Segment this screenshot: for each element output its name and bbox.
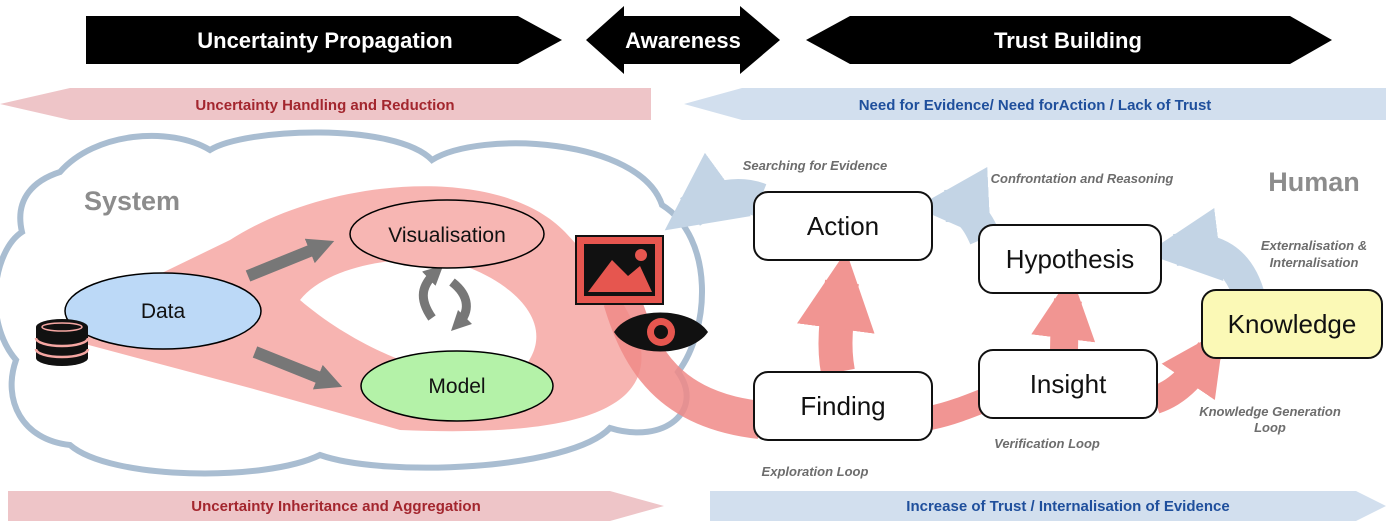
insight-box-label: Insight xyxy=(1030,369,1107,399)
knowledge-box: Knowledge xyxy=(1201,289,1383,359)
band-uncertainty-inheritance-label: Uncertainty Inheritance and Aggregation xyxy=(191,498,481,515)
system-inner-hole xyxy=(300,259,537,378)
visualisation-node-label: Visualisation xyxy=(388,224,506,247)
banner-uncertainty-propagation-label: Uncertainty Propagation xyxy=(197,28,452,53)
arrow-knowledge-generation xyxy=(1150,328,1225,414)
band-increase-of-trust: Increase of Trust / Internalisation of E… xyxy=(710,491,1386,521)
human-region-label: Human xyxy=(1268,167,1360,197)
banner-trust-building: Trust Building xyxy=(806,16,1332,64)
band-uncertainty-inheritance: Uncertainty Inheritance and Aggregation xyxy=(8,491,664,521)
band-uncertainty-handling-label: Uncertainty Handling and Reduction xyxy=(195,97,454,114)
arrow-externalisation xyxy=(1145,208,1266,305)
arrow-finding-to-insight xyxy=(927,388,990,430)
arrow-confrontation-and-reasoning xyxy=(915,167,1000,245)
label-externalisation-line2: Internalisation xyxy=(1270,255,1359,270)
label-searching-for-evidence: Searching for Evidence xyxy=(743,158,888,173)
model-node-label: Model xyxy=(428,375,485,398)
band-need-for-evidence-label: Need for Evidence/ Need forAction / Lack… xyxy=(859,97,1212,114)
hypothesis-box: Hypothesis xyxy=(978,224,1162,294)
data-node: Data xyxy=(64,272,262,350)
system-region-label: System xyxy=(84,186,180,216)
label-verification-loop: Verification Loop xyxy=(994,436,1100,451)
insight-box: Insight xyxy=(978,349,1158,419)
band-uncertainty-handling: Uncertainty Handling and Reduction xyxy=(0,88,651,120)
finding-box-label: Finding xyxy=(800,391,885,421)
banner-trust-building-label: Trust Building xyxy=(994,28,1142,53)
knowledge-box-label: Knowledge xyxy=(1228,309,1357,339)
banner-awareness: Awareness xyxy=(586,6,780,74)
band-increase-of-trust-label: Increase of Trust / Internalisation of E… xyxy=(906,498,1229,515)
label-exploration-loop: Exploration Loop xyxy=(762,464,869,479)
finding-box: Finding xyxy=(753,371,933,441)
eye-icon xyxy=(614,312,708,352)
arrow-data-to-model xyxy=(252,346,343,390)
cycle-arrow-up xyxy=(418,265,444,321)
action-box: Action xyxy=(753,191,933,261)
banner-awareness-label: Awareness xyxy=(625,28,741,53)
label-confrontation-and-reasoning: Confrontation and Reasoning xyxy=(991,171,1174,186)
model-node: Model xyxy=(360,350,554,422)
action-box-label: Action xyxy=(807,211,879,241)
band-need-for-evidence: Need for Evidence/ Need forAction / Lack… xyxy=(684,88,1386,120)
data-node-label: Data xyxy=(141,300,186,323)
image-icon xyxy=(575,235,664,305)
arrow-exploration-loop xyxy=(797,250,875,376)
banner-uncertainty-propagation: Uncertainty Propagation xyxy=(86,16,562,64)
arrow-data-to-visualisation xyxy=(245,238,335,282)
arrow-searching-for-evidence xyxy=(664,152,767,231)
visualisation-node: Visualisation xyxy=(349,199,545,269)
arrow-verification-loop xyxy=(1031,274,1096,351)
hypothesis-box-label: Hypothesis xyxy=(1006,244,1135,274)
database-icon xyxy=(34,319,90,366)
cycle-arrow-down xyxy=(449,278,473,332)
label-knowledge-generation-line1: Knowledge Generation xyxy=(1199,404,1341,419)
label-externalisation-line1: Externalisation & xyxy=(1261,238,1367,253)
label-knowledge-generation-line2: Loop xyxy=(1254,420,1286,435)
